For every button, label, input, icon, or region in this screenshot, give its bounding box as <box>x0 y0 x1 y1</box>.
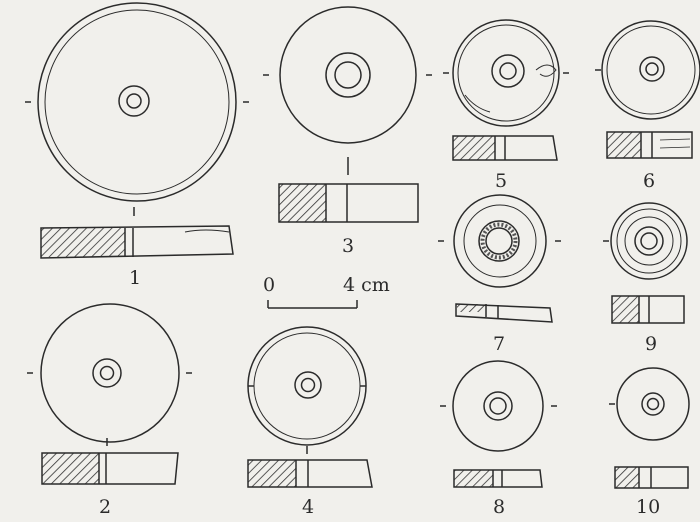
artifact-4-label: 4 <box>302 496 315 518</box>
artifact-5-label: 5 <box>495 170 508 192</box>
artifact-10-label: 10 <box>636 496 661 518</box>
artifact-4-plan-view <box>247 326 367 454</box>
artifact-3-section-view <box>278 183 419 223</box>
artifact-8-label: 8 <box>493 496 506 518</box>
artifact-9-section-view <box>611 295 685 324</box>
artifact-1-plan-view <box>25 2 249 216</box>
artifact-3-label: 3 <box>342 235 355 257</box>
artifact-6-section-view <box>606 131 693 159</box>
artifact-6-plan-view <box>595 20 700 120</box>
artifact-2-label: 2 <box>99 496 112 518</box>
artifact-9-label: 9 <box>645 333 658 355</box>
artifact-7-plan-view <box>438 194 561 288</box>
artifact-6-label: 6 <box>643 170 656 192</box>
artifact-7-section-view <box>455 303 553 323</box>
artifact-7-label: 7 <box>493 333 506 355</box>
artifact-9-plan-view <box>603 202 688 280</box>
artifact-1-label: 1 <box>129 267 142 289</box>
artifact-8-section-view <box>453 469 543 488</box>
artifact-4-section-view <box>247 459 373 488</box>
scale-bar-end-label: 4 cm <box>343 274 390 296</box>
artifact-3-plan-view <box>263 6 432 175</box>
artifact-10-plan-view <box>609 367 690 441</box>
artifact-5-section-view <box>452 135 558 161</box>
artifact-5-plan-view <box>443 19 569 127</box>
artifact-1-section-view <box>40 225 234 259</box>
artifact-10-section-view <box>614 466 689 489</box>
artifact-8-plan-view <box>440 360 557 452</box>
scale-bar <box>267 300 358 309</box>
artifact-2-plan-view <box>27 303 192 446</box>
scale-bar-start-label: 0 <box>263 274 276 296</box>
artifact-2-section-view <box>41 452 179 485</box>
